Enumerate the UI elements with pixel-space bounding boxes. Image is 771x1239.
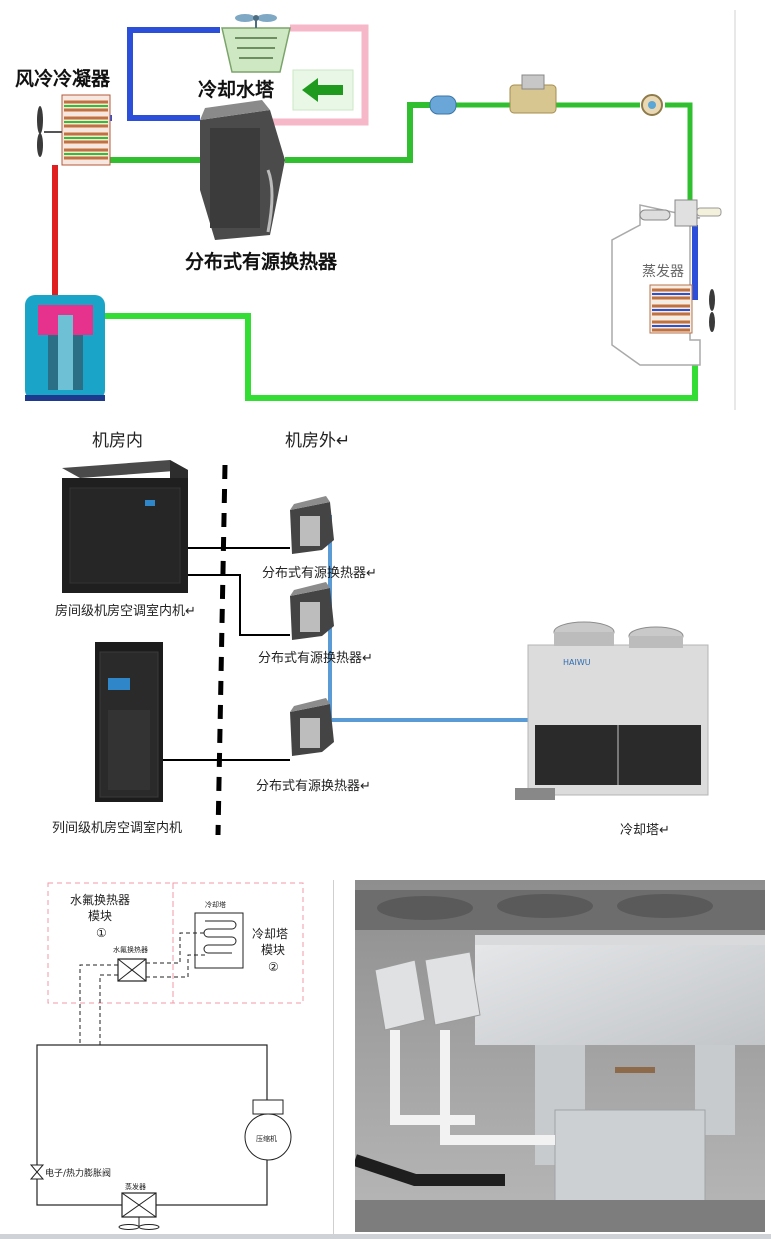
- evaporator-label: 蒸发器: [642, 264, 684, 280]
- closed-cooling-tower: HAIWU: [515, 621, 709, 800]
- evaporator-fan-icon: [709, 289, 715, 332]
- water-refrigerant-hx-icon: [117, 958, 147, 982]
- concrete-base: [355, 1200, 765, 1232]
- liquid-line-pipe-4: [665, 102, 693, 205]
- flow-arrow-icon: [292, 69, 354, 111]
- exchanger-label: 分布式有源换热器: [185, 250, 338, 273]
- room-layout-diagram: 机房内 机房外↵ 房间级机房空调室内机↵ 列间级机房空调室内机 分布: [52, 431, 709, 838]
- heat-exchanger-unit-3: [290, 698, 334, 756]
- compressor-icon: [244, 1099, 292, 1161]
- row-level-ac-unit: [95, 642, 163, 802]
- evaporator-unit: [611, 199, 722, 366]
- exchanger-label-3: 分布式有源换热器↵: [256, 779, 371, 794]
- outside-label: 机房外↵: [285, 431, 350, 451]
- compressor: [25, 295, 105, 401]
- expansion-valve-icon: [29, 1164, 45, 1180]
- hx-module-line1: 水氟换热器: [70, 893, 130, 907]
- exchanger-label-2: 分布式有源换热器↵: [258, 651, 373, 666]
- panel-divider: [333, 880, 334, 1235]
- suction-line-pipe: [105, 313, 698, 401]
- condenser-blue-pipe: [127, 27, 220, 121]
- fan-icon: [235, 14, 277, 28]
- cooling-water-return-pipe: [250, 24, 369, 126]
- evaporator-fan-icon: [118, 1217, 160, 1230]
- room-unit-label: 房间级机房空调室内机↵: [55, 603, 196, 619]
- hx-module-num: ①: [96, 926, 107, 940]
- tower-brand: HAIWU: [563, 658, 591, 667]
- tower-module-box: [172, 882, 304, 1004]
- air-condenser-coil: [61, 94, 111, 166]
- hx-module-box: [47, 882, 174, 1004]
- evaporator-small-label: 蒸发器: [125, 1182, 146, 1191]
- distributed-heat-exchanger: [200, 100, 285, 240]
- tower-module-line2: 模块: [261, 943, 285, 957]
- tower-module-line1: 冷却塔: [252, 927, 288, 941]
- cooling-water-tower: [221, 27, 291, 73]
- tower-coil-icon: [194, 912, 244, 969]
- heat-exchanger-unit-2: [290, 582, 334, 640]
- module-schematic: 水氟换热器 模块 ① 冷却塔 冷却塔 模块 ② 水氟换热器 压缩机 电子/热力膨…: [29, 882, 304, 1230]
- bottom-rule: [0, 1234, 771, 1239]
- room-level-ac-unit: [62, 460, 188, 593]
- condenser-fan-icon: [37, 106, 62, 157]
- installation-photo: [355, 880, 765, 1232]
- evaporator-icon: [121, 1192, 157, 1218]
- sight-glass-icon: [641, 94, 663, 116]
- inside-label: 机房内: [92, 431, 143, 451]
- hx-tower-dashed-1: [146, 932, 205, 964]
- tower-small-label: 冷却塔: [205, 900, 226, 909]
- heat-exchanger-unit-1: [290, 496, 334, 554]
- hx-tower-dashed-2: [146, 954, 205, 978]
- cooling-water-line: [328, 515, 528, 722]
- tower-label: 冷却塔↵: [620, 823, 670, 838]
- piping: [355, 1030, 655, 1186]
- liquid-line-pipe: [285, 102, 430, 163]
- air-condenser-label: 风冷冷凝器: [15, 67, 111, 90]
- background-fan-row: [355, 890, 765, 930]
- valve-label: 电子/热力膨胀阀: [45, 1167, 111, 1179]
- liquid-receiver-icon: [429, 95, 457, 115]
- solenoid-valve-icon: [509, 74, 557, 114]
- expansion-valve-icon: [639, 199, 722, 227]
- compressor-label: 压缩机: [256, 1134, 277, 1143]
- cooling-tower-label: 冷却水塔: [198, 78, 275, 101]
- hx-ref-dashed-1: [79, 964, 118, 1045]
- tower-module-num: ②: [268, 960, 279, 974]
- refrigeration-schematic: 风冷冷凝器 冷却水塔 分布式有源换热器 蒸发器: [15, 10, 736, 410]
- hx-small-label: 水氟换热器: [113, 945, 148, 954]
- room-boundary-divider: [215, 464, 228, 836]
- connection-line-2: [188, 574, 290, 636]
- exchanger-label-1: 分布式有源换热器↵: [262, 566, 377, 581]
- row-unit-label: 列间级机房空调室内机: [52, 820, 182, 836]
- refrigerant-loop: [36, 1044, 268, 1206]
- hx-module-line2: 模块: [88, 909, 112, 923]
- hx-ref-dashed-2: [99, 974, 118, 1045]
